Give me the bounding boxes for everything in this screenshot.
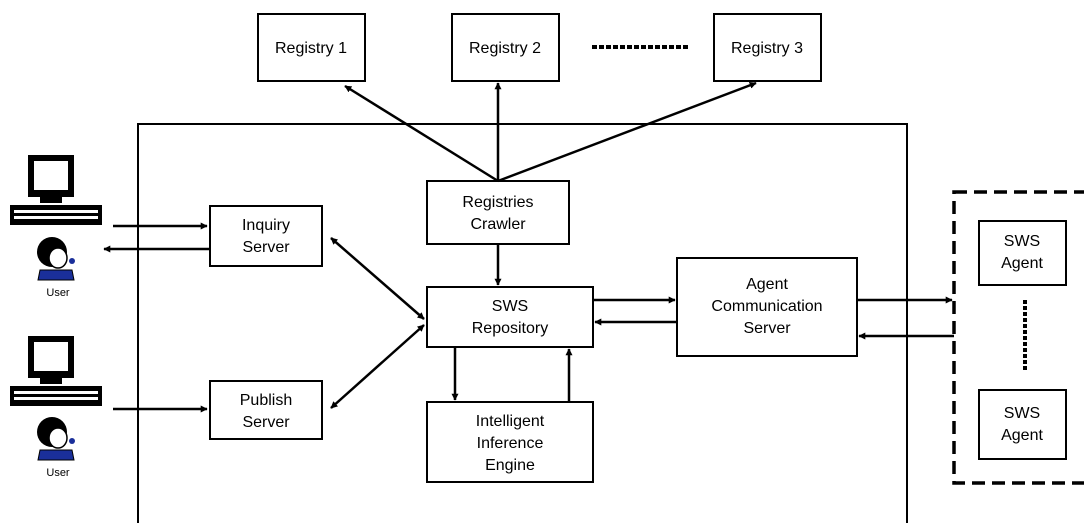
arrow-inquiry-repository bbox=[330, 237, 425, 320]
crawler-label-line-2: Crawler bbox=[470, 216, 526, 233]
inquiry-label-line-2: Server bbox=[242, 239, 290, 256]
computer-icon bbox=[10, 155, 102, 225]
agent1-label-line-1: SWS bbox=[1004, 233, 1040, 250]
inquiry-label-line-1: Inquiry bbox=[242, 217, 290, 234]
registry-1-label: Registry 1 bbox=[275, 40, 347, 57]
publish-label-line-2: Server bbox=[242, 414, 290, 431]
crawler-label-line-1: Registries bbox=[462, 194, 533, 211]
inquiry-server-box: Inquiry Server bbox=[209, 205, 323, 267]
sws-repository-box: SWS Repository bbox=[426, 286, 594, 348]
engine-label-line-3: Engine bbox=[485, 457, 535, 474]
agent-communication-server-box: Agent Communication Server bbox=[676, 257, 858, 357]
registry-3-box: Registry 3 bbox=[713, 13, 822, 82]
repository-label-line-1: SWS bbox=[492, 298, 528, 315]
acs-label-line-2: Communication bbox=[711, 298, 822, 315]
user-avatar-icon bbox=[37, 417, 75, 461]
acs-label-line-3: Server bbox=[743, 320, 791, 337]
registry-2-box: Registry 2 bbox=[451, 13, 560, 82]
arrow-crawler-to-registry-3 bbox=[497, 81, 757, 183]
user-2-label: User bbox=[46, 467, 70, 479]
sws-agent-2-box: SWS Agent bbox=[978, 389, 1067, 460]
user-avatar-icon bbox=[37, 237, 75, 281]
registry-1-box: Registry 1 bbox=[257, 13, 366, 82]
engine-label-line-1: Intelligent bbox=[476, 413, 545, 430]
arrow-crawler-to-registry-1 bbox=[344, 84, 499, 183]
agent2-label-line-2: Agent bbox=[1001, 427, 1043, 444]
sws-agent-1-box: SWS Agent bbox=[978, 220, 1067, 286]
computer-icon bbox=[10, 336, 102, 406]
agents-dashed-boundary bbox=[952, 190, 1084, 485]
system-boundary bbox=[137, 123, 908, 523]
publish-server-box: Publish Server bbox=[209, 380, 323, 440]
acs-label-line-1: Agent bbox=[746, 276, 788, 293]
repository-label-line-2: Repository bbox=[472, 320, 548, 337]
user-1-label: User bbox=[46, 287, 70, 299]
registry-3-label: Registry 3 bbox=[731, 40, 803, 57]
arrow-publish-repository bbox=[330, 324, 425, 409]
engine-label-line-2: Inference bbox=[477, 435, 544, 452]
inference-engine-box: Intelligent Inference Engine bbox=[426, 401, 594, 483]
registries-crawler-box: Registries Crawler bbox=[426, 180, 570, 245]
publish-label-line-1: Publish bbox=[240, 392, 292, 409]
agent1-label-line-2: Agent bbox=[1001, 255, 1043, 272]
agent2-label-line-1: SWS bbox=[1004, 405, 1040, 422]
registry-2-label: Registry 2 bbox=[469, 40, 541, 57]
